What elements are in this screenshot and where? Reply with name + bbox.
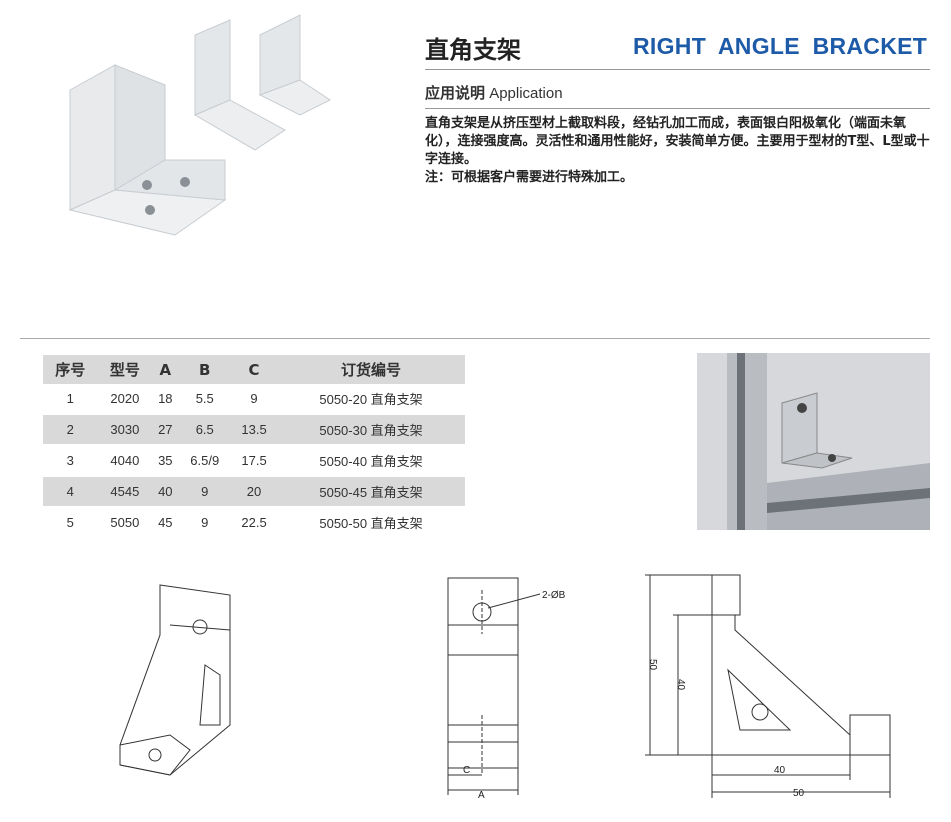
table-cell: 22.5 bbox=[231, 507, 278, 539]
table-cell: 13.5 bbox=[231, 414, 278, 446]
table-cell: 40 bbox=[152, 476, 179, 508]
assembly-photo bbox=[697, 353, 930, 530]
side-view-drawing: 50 40 40 50 bbox=[645, 574, 891, 799]
dimension-50-horizontal: 50 bbox=[793, 788, 805, 799]
divider bbox=[425, 69, 930, 70]
table-cell: 5.5 bbox=[178, 384, 232, 415]
table-cell: 20 bbox=[231, 476, 278, 508]
table-cell: 2020 bbox=[97, 384, 153, 415]
col-header: 型号 bbox=[97, 355, 153, 384]
table-cell: 5050-50 直角支架 bbox=[277, 507, 465, 539]
table-header-row: 序号 型号 A B C 订货编号 bbox=[43, 355, 465, 384]
table-cell: 9 bbox=[231, 384, 278, 415]
table-cell: 5050-45 直角支架 bbox=[277, 476, 465, 508]
dimension-40-horizontal: 40 bbox=[774, 765, 786, 776]
table-cell: 1 bbox=[43, 384, 98, 415]
section-divider bbox=[20, 338, 930, 339]
table-cell: 5050 bbox=[97, 507, 153, 539]
dimension-a-label: A bbox=[478, 790, 485, 800]
hole-dimension-label: 2-ØB bbox=[542, 590, 566, 601]
dimension-40-vertical: 40 bbox=[675, 679, 686, 691]
description-text: 直角支架是从挤压型材上截取料段，经钻孔加工而成，表面银白阳极氧化（端面未氧化），… bbox=[425, 116, 930, 167]
col-header: 订货编号 bbox=[277, 355, 465, 384]
table-cell: 5050-40 直角支架 bbox=[277, 445, 465, 477]
description-note: 注：可根据客户需要进行特殊加工。 bbox=[425, 170, 634, 185]
divider bbox=[425, 108, 930, 109]
description: 直角支架是从挤压型材上截取料段，经钻孔加工而成，表面银白阳极氧化（端面未氧化），… bbox=[425, 115, 935, 187]
application-label-cn: 应用说明 bbox=[425, 84, 486, 102]
table-cell: 9 bbox=[178, 507, 232, 539]
col-header: B bbox=[178, 355, 232, 384]
table-cell: 9 bbox=[178, 476, 232, 508]
table-cell: 45 bbox=[152, 507, 179, 539]
col-header: A bbox=[152, 355, 179, 384]
table-cell: 2 bbox=[43, 414, 98, 446]
table-cell: 27 bbox=[152, 414, 179, 446]
table-cell: 5050-20 直角支架 bbox=[277, 384, 465, 415]
table-cell: 5 bbox=[43, 507, 98, 539]
table-cell: 6.5 bbox=[178, 414, 232, 446]
table-cell: 4 bbox=[43, 476, 98, 508]
dimension-c-label: C bbox=[463, 765, 470, 776]
col-header: 序号 bbox=[43, 355, 98, 384]
table-cell: 17.5 bbox=[231, 445, 278, 477]
table-cell: 3030 bbox=[97, 414, 153, 446]
dimension-50-vertical: 50 bbox=[647, 659, 658, 671]
table-cell: 3 bbox=[43, 445, 98, 477]
isometric-drawing bbox=[119, 584, 231, 776]
table-cell: 6.5/9 bbox=[178, 445, 232, 477]
application-heading: 应用说明 Application bbox=[425, 82, 563, 103]
page-title-en: RIGHT ANGLE BRACKET bbox=[633, 33, 928, 59]
table-cell: 35 bbox=[152, 445, 179, 477]
page-title-cn: 直角支架 bbox=[425, 36, 521, 64]
application-label-en: Application bbox=[489, 85, 563, 102]
table-cell: 4545 bbox=[97, 476, 153, 508]
table-cell: 5050-30 直角支架 bbox=[277, 414, 465, 446]
col-header: C bbox=[231, 355, 278, 384]
table-cell: 18 bbox=[152, 384, 179, 415]
front-view-drawing: 2-ØB C A bbox=[447, 577, 566, 800]
product-photo bbox=[68, 14, 331, 236]
table-cell: 4040 bbox=[97, 445, 153, 477]
